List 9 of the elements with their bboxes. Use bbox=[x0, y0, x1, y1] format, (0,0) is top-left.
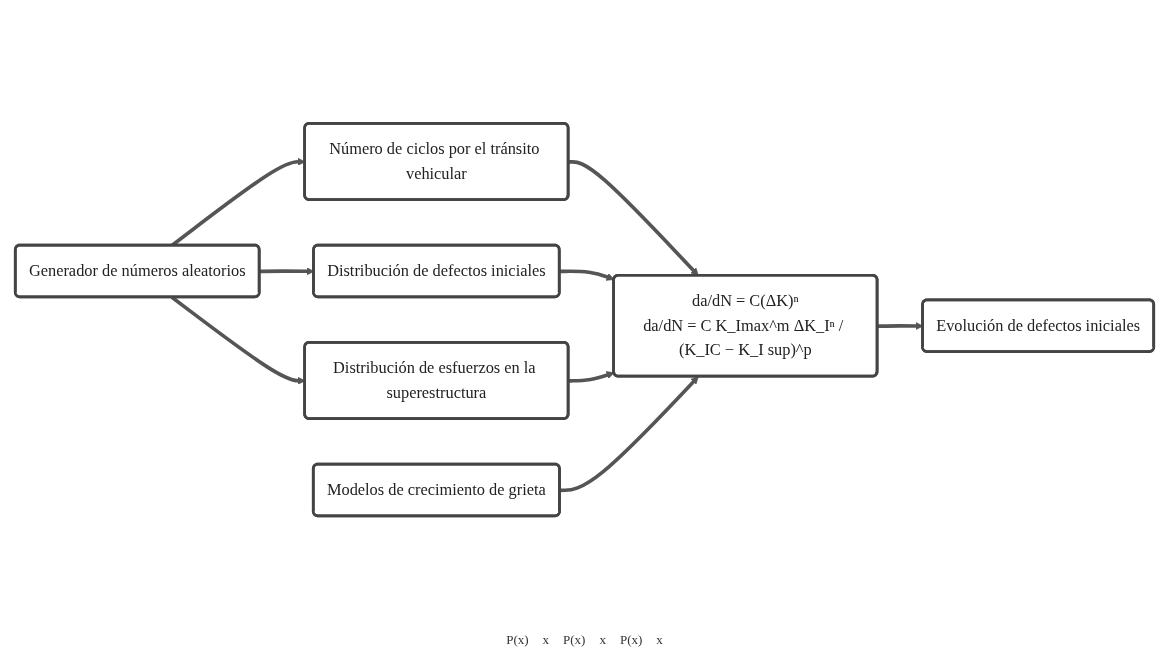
axis-label: x bbox=[542, 632, 550, 648]
axis-label: P(x) bbox=[619, 632, 643, 648]
arrow bbox=[568, 371, 615, 384]
arrow bbox=[559, 269, 615, 282]
axis-label: P(x) bbox=[563, 632, 586, 648]
axis-label: x bbox=[599, 632, 606, 648]
arrow bbox=[559, 376, 699, 493]
axis-label: P(x) bbox=[506, 632, 529, 648]
axis-label: x bbox=[656, 632, 663, 648]
